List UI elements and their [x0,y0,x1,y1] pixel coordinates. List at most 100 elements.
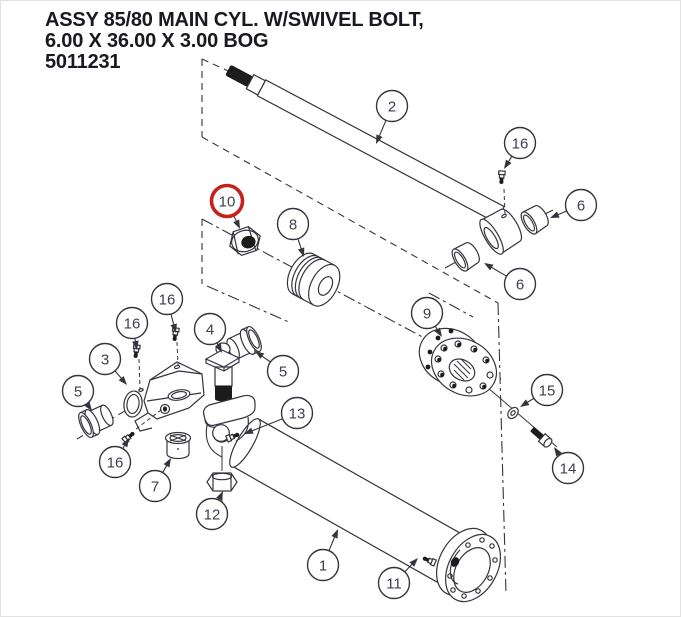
balloon-number: 4 [206,321,214,338]
balloon-number: 16 [159,291,176,308]
leader-arrowhead [132,340,139,350]
callout-9: 9 [410,296,444,337]
callout-11: 11 [377,558,418,600]
balloon-number: 11 [386,575,402,592]
balloon-number: 14 [560,460,577,477]
callout-6: 6 [484,263,537,301]
balloon-number: 6 [577,197,585,214]
part-grease-fitting-16-eye [497,170,506,185]
callout-12: 12 [195,491,229,531]
leader-arrowhead [244,427,254,434]
balloon-circle-5 [266,354,300,388]
callout-5: 5 [255,351,300,388]
leader-arrowhead [215,343,222,353]
part-bushing-6-lower [448,238,484,274]
part-trunnion [123,361,205,432]
balloon-number: 12 [204,506,221,523]
balloon-number: 15 [539,382,556,399]
assembly-title: ASSY 85/80 MAIN CYL. W/SWIVEL BOLT, [45,9,424,31]
balloon-number: 6 [516,276,524,293]
callout-2: 2 [375,89,409,144]
balloon-circle-14 [551,451,585,485]
leader-arrowhead [409,558,418,567]
leader-arrowhead [84,401,92,411]
leader-arrowhead [376,134,383,144]
assembly-size: 6.00 X 36.00 X 3.00 BOG [45,30,269,52]
callout-15: 15 [520,373,564,407]
balloon-circle-16 [115,306,149,340]
balloon-number: 1 [319,557,327,574]
balloon-number: 13 [289,405,306,422]
leader-arrowhead [484,263,494,271]
callout-14: 14 [551,447,585,485]
callout-3: 3 [88,342,127,385]
balloon-circle-3 [88,342,122,376]
callout-5: 5 [61,374,95,411]
callout-6: 6 [550,188,598,222]
callout-16: 16 [503,126,537,216]
balloon-number: 10 [219,193,236,210]
leader-arrowhead [298,247,305,257]
part-bushing-7 [164,431,192,460]
part-swivel-bolt [204,342,241,413]
leader-arrowhead [163,458,171,468]
balloon-circle-2 [375,89,409,123]
leader-arrowhead [504,159,512,169]
balloon-circle-16 [150,282,184,316]
balloon-circle-1 [306,548,340,582]
part-cap-boss [202,394,256,502]
leader-arrowhead [550,211,560,218]
callout-13: 13 [244,396,314,434]
leader-arrowhead [118,375,127,385]
part-bushing-5-left [75,400,118,440]
part-rod [225,65,505,224]
title-block: ASSY 85/80 MAIN CYL. W/SWIVEL BOLT, 6.00… [45,10,424,73]
leader-arrowhead [331,529,338,539]
leader-arrowhead [434,327,442,337]
part-gland [418,327,497,397]
balloon-number: 8 [289,216,297,233]
balloon-number: 5 [279,363,287,380]
balloon-number: 16 [124,315,141,332]
leader-arrowhead [170,323,177,333]
balloon-number: 9 [423,305,431,322]
callout-16: 16 [115,306,149,390]
balloon-number: 7 [151,478,159,495]
balloon-circle-15 [530,373,564,407]
balloon-circle-10 [209,183,245,219]
callout-7: 7 [138,458,172,503]
callout-1: 1 [306,529,340,582]
assembly-part-number: 5011231 [45,51,121,73]
balloon-circle-8 [276,207,310,241]
balloon-circle-4 [193,312,227,346]
balloon-circle-12 [195,497,229,531]
balloon-circle-7 [138,469,172,503]
gland-bolt-holes [434,340,494,394]
leader-arrowhead [233,219,240,229]
balloon-number: 16 [107,454,124,471]
callout-8: 8 [276,207,310,257]
part-jam-nut [206,472,238,492]
balloon-number: 3 [101,351,109,368]
balloon-circle-11 [377,566,411,600]
part-bushing-6-upper [517,201,553,237]
part-rod-eye [479,208,523,255]
callout-16: 16 [150,282,184,366]
callout-16: 16 [98,406,166,479]
part-tube-flange [436,527,501,603]
part-lock-washer [507,406,519,420]
leader-arrowhead [216,491,223,501]
balloon-circle-16 [98,445,132,479]
balloon-number: 2 [388,98,396,115]
part-cap-screw [530,427,553,448]
balloon-number: 16 [512,135,529,152]
balloon-circle-5 [61,374,95,408]
gland-thread-hatch [453,358,472,381]
part-grease-fitting-16-trunnion-c [121,429,137,445]
balloon-circle-13 [280,396,314,430]
balloon-number: 5 [74,383,82,400]
balloon-circle-16 [503,126,537,160]
